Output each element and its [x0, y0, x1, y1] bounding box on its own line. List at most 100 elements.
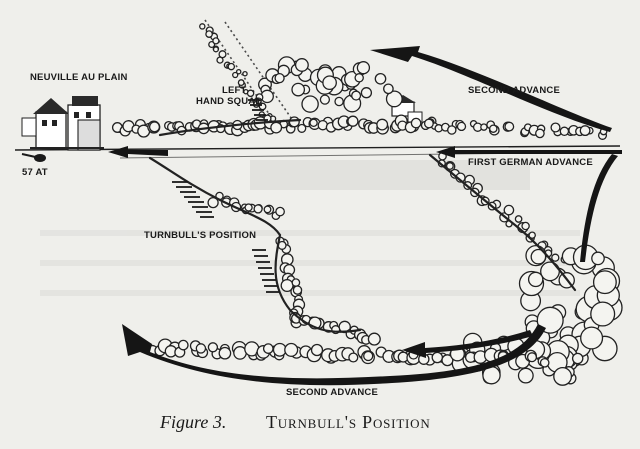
background-bleed-text: [40, 160, 580, 296]
tree-blob: [504, 121, 515, 132]
tree-blob: [521, 221, 530, 231]
tree-blob: [288, 116, 300, 128]
tree-blob: [551, 253, 560, 262]
town-buildings: [21, 96, 104, 151]
tree-blob: [447, 125, 457, 135]
tree-blob: [237, 79, 245, 87]
tree-blob: [410, 117, 422, 129]
tree-blob: [310, 343, 324, 357]
tree-clusters: [111, 23, 623, 386]
tree-blob: [207, 342, 219, 353]
tree-blob: [580, 326, 604, 350]
at-gun-marker: [21, 153, 46, 162]
second-advance-bottom-label: SECOND ADVANCE: [286, 387, 378, 398]
tree-blob: [431, 351, 444, 364]
tree-blob: [553, 366, 573, 386]
tree-blob: [540, 261, 560, 282]
tree-blob: [253, 204, 263, 214]
second-advance-top-label: SECOND ADVANCE: [468, 85, 560, 96]
tree-blob: [244, 203, 253, 212]
road-arrow-left: [108, 146, 168, 158]
tree-blob: [319, 94, 331, 105]
figure-caption: Figure 3. Turnbull's Position: [159, 412, 431, 432]
tree-blob: [291, 82, 306, 97]
tree-blob: [374, 72, 387, 85]
inner-advance-arrow: [402, 330, 533, 358]
tree-blob: [579, 125, 591, 137]
tree-blob: [292, 285, 303, 295]
tree-blob: [297, 123, 307, 133]
tree-blob: [348, 352, 359, 363]
tree-blob: [385, 90, 403, 108]
turnbull-position-label: TURNBULL'S POSITION: [144, 230, 256, 241]
tree-blob: [218, 50, 227, 59]
tree-blob: [528, 231, 536, 239]
first-german-advance-arrow: [436, 146, 622, 158]
tree-blob: [503, 204, 515, 216]
second-advance-top-arrow: [370, 46, 612, 132]
tree-blob: [177, 339, 189, 351]
tree-blob: [212, 37, 220, 45]
tree-blob: [322, 75, 337, 91]
tree-blob: [205, 30, 213, 38]
tree-blob: [232, 71, 239, 79]
hedgerows: [148, 118, 577, 333]
tree-blob: [301, 95, 319, 113]
tree-blob: [590, 301, 616, 327]
tree-blob: [354, 73, 364, 83]
tree-blob: [262, 343, 274, 354]
tree-blob: [227, 62, 236, 71]
tree-blob: [309, 118, 318, 128]
tree-blob: [592, 270, 617, 295]
tree-blob: [480, 123, 488, 131]
caption-figure-number: Figure 3.: [159, 412, 226, 432]
tree-blob: [356, 61, 371, 75]
tree-blob: [445, 162, 454, 170]
map-labels: NEUVILLE AU PLAIN 57 AT LEFT HAND SQUAD …: [22, 72, 593, 398]
caption-title: Turnbull's Position: [266, 412, 431, 432]
tree-blob: [275, 206, 285, 217]
tree-blob: [284, 342, 299, 357]
tree-blob: [363, 350, 374, 362]
tree-blob: [270, 121, 283, 134]
left-squad-label-1: LEFT: [222, 85, 247, 96]
left-squad-label-2: HAND SQUAD: [196, 96, 262, 107]
tree-blob: [489, 124, 498, 133]
tree-blob: [218, 346, 232, 360]
tree-blob: [274, 72, 285, 84]
position-hatching: [172, 99, 280, 293]
tree-blob: [530, 248, 547, 265]
tree-blob: [571, 352, 584, 365]
tree-blob: [539, 357, 550, 368]
tree-blob: [423, 118, 434, 129]
tree-blob: [517, 367, 534, 384]
tree-blob: [514, 215, 523, 223]
tree-blob: [351, 90, 362, 101]
at-gun-label: 57 AT: [22, 167, 48, 178]
tree-blob: [383, 83, 394, 95]
tree-blob: [367, 332, 381, 346]
tree-blob: [263, 205, 272, 214]
tree-blob: [591, 251, 605, 266]
tree-blob: [376, 118, 389, 131]
tree-blob: [294, 58, 309, 72]
tree-blob: [291, 278, 301, 287]
tree-blob: [526, 352, 538, 363]
tree-blob: [550, 122, 561, 133]
north-road: [204, 19, 299, 131]
tree-blob: [441, 354, 454, 367]
first-german-advance-label: FIRST GERMAN ADVANCE: [468, 157, 593, 168]
tree-blob: [536, 306, 564, 334]
tree-blob: [334, 96, 344, 107]
tree-blob: [527, 271, 544, 288]
tree-blob: [212, 46, 219, 53]
tree-blob: [246, 89, 255, 98]
tree-blob: [199, 23, 206, 30]
tree-blob: [559, 126, 570, 137]
town-label: NEUVILLE AU PLAIN: [30, 72, 128, 83]
right-flank-arrow: [580, 154, 618, 262]
tree-blob: [235, 68, 242, 75]
advance-arrows: [108, 46, 622, 386]
tree-blob: [195, 343, 207, 354]
